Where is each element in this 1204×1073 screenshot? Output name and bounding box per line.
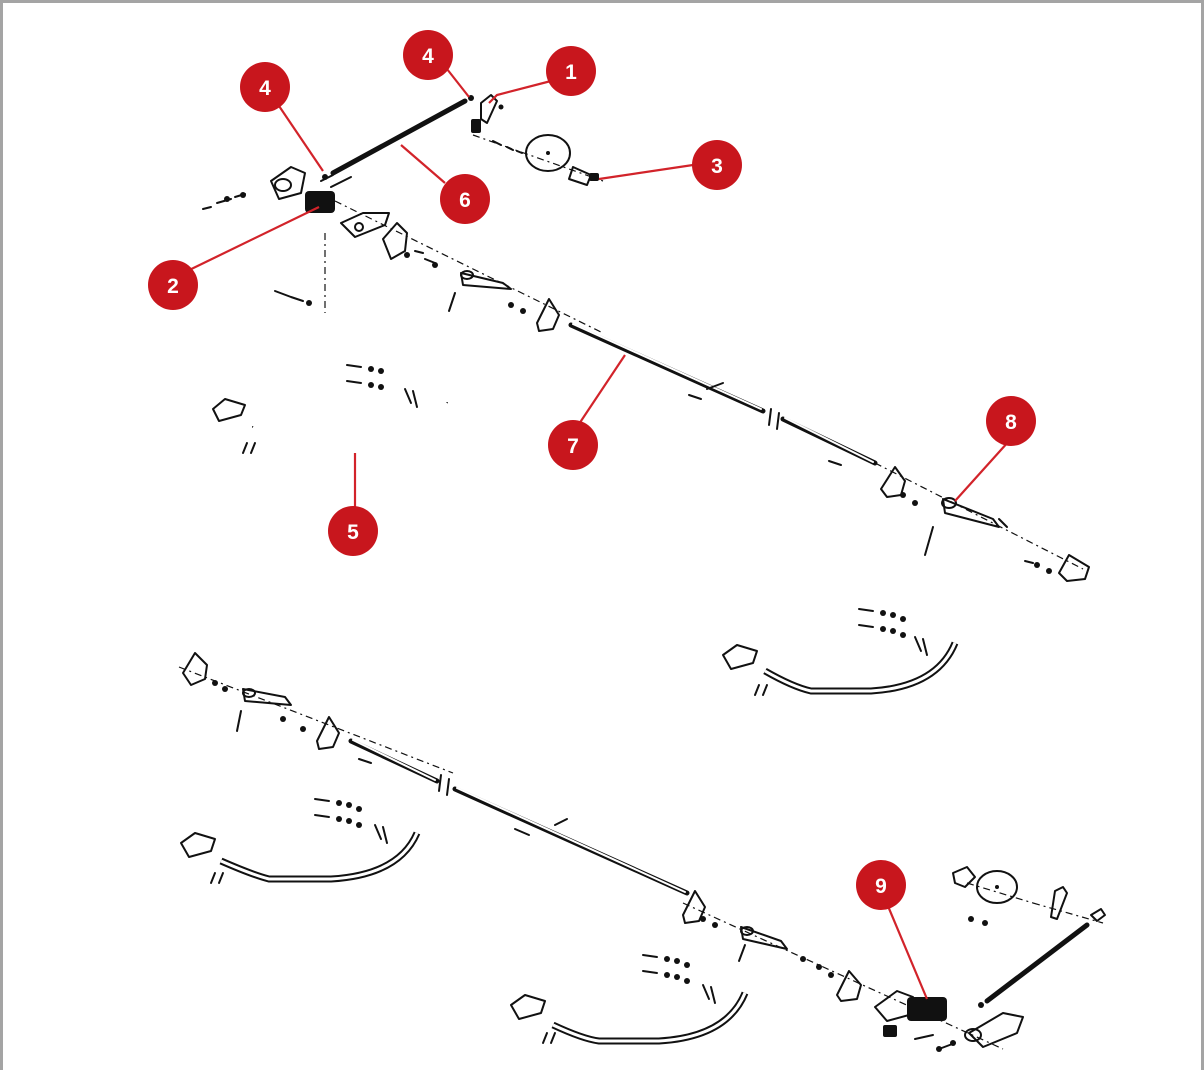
pivot-bracket-lower bbox=[182, 652, 228, 692]
leader-6 bbox=[400, 144, 446, 184]
leader-3 bbox=[598, 163, 694, 181]
callout-2-label: 2 bbox=[167, 275, 179, 298]
callout-1: 1 bbox=[546, 46, 596, 96]
push-rod-lower bbox=[978, 922, 1090, 1008]
callout-9: 9 bbox=[856, 860, 906, 910]
lever-arm-upper-right bbox=[924, 497, 1008, 556]
clevis-lower bbox=[1032, 886, 1106, 924]
mount-plate-lower-1 bbox=[300, 716, 340, 750]
main-cross-shaft bbox=[568, 322, 878, 466]
disc-bushing-lower bbox=[952, 866, 1034, 926]
callout-8: 8 bbox=[986, 396, 1036, 446]
pivot-bracket-upper bbox=[382, 222, 438, 268]
callout-5-label: 5 bbox=[347, 521, 359, 544]
lever-arm-upper bbox=[448, 270, 512, 312]
top-assembly bbox=[202, 94, 1090, 582]
callout-4b: 4 bbox=[240, 62, 290, 112]
callout-6: 6 bbox=[440, 174, 490, 224]
assembly-axis-lower bbox=[178, 666, 454, 774]
leader-lines bbox=[178, 68, 1010, 1000]
leader-4a bbox=[446, 68, 470, 98]
callout-7-label: 7 bbox=[567, 435, 579, 458]
leader-7 bbox=[576, 354, 626, 428]
bell-crank-lower bbox=[874, 990, 956, 1052]
lever-arm-lower bbox=[236, 688, 292, 732]
callout-3-label: 3 bbox=[711, 155, 723, 178]
callout-4a: 4 bbox=[403, 30, 453, 80]
callout-6-label: 6 bbox=[459, 189, 471, 212]
lower-assembly bbox=[178, 652, 1106, 1052]
callout-4a-label: 4 bbox=[422, 45, 434, 68]
tow-loop-bottom bbox=[510, 954, 749, 1045]
mount-plate-upper-2 bbox=[508, 298, 560, 332]
callout-9-label: 9 bbox=[875, 875, 887, 898]
callout-8-label: 8 bbox=[1005, 411, 1017, 434]
tow-loop-lower-left bbox=[180, 798, 421, 884]
mount-plate-upper-1 bbox=[340, 212, 390, 238]
lower-cross-shaft bbox=[348, 738, 690, 896]
callout-5: 5 bbox=[328, 506, 378, 556]
leader-9 bbox=[883, 898, 929, 1000]
mount-plate-upper-right bbox=[874, 462, 1084, 570]
disc-bushing bbox=[492, 134, 599, 186]
tow-loop-upper bbox=[212, 364, 449, 454]
lever-arm-lower-right bbox=[738, 926, 834, 978]
leader-4b bbox=[276, 102, 324, 172]
lower-fasteners-upper bbox=[274, 233, 326, 313]
leader-8 bbox=[954, 440, 1010, 502]
end-bracket-upper bbox=[1024, 554, 1090, 582]
push-rod-upper bbox=[322, 95, 474, 180]
mount-plate-lower-2 bbox=[682, 890, 1004, 1050]
mount-plate-lower-3 bbox=[836, 970, 862, 1002]
callout-7: 7 bbox=[548, 420, 598, 470]
callout-1-label: 1 bbox=[565, 61, 577, 84]
tow-loop-middle bbox=[722, 608, 959, 696]
callout-3: 3 bbox=[692, 140, 742, 190]
callouts: 1 2 3 4 4 5 6 7 bbox=[148, 30, 1036, 910]
leader-1 bbox=[488, 79, 552, 104]
callout-2: 2 bbox=[148, 260, 198, 310]
end-bracket-lower bbox=[964, 1012, 1024, 1048]
exploded-parts-diagram: 1 2 3 4 4 5 6 7 bbox=[148, 30, 1106, 1052]
leader-2 bbox=[178, 206, 320, 276]
bell-crank-upper bbox=[202, 166, 352, 213]
callout-4b-label: 4 bbox=[259, 77, 271, 100]
